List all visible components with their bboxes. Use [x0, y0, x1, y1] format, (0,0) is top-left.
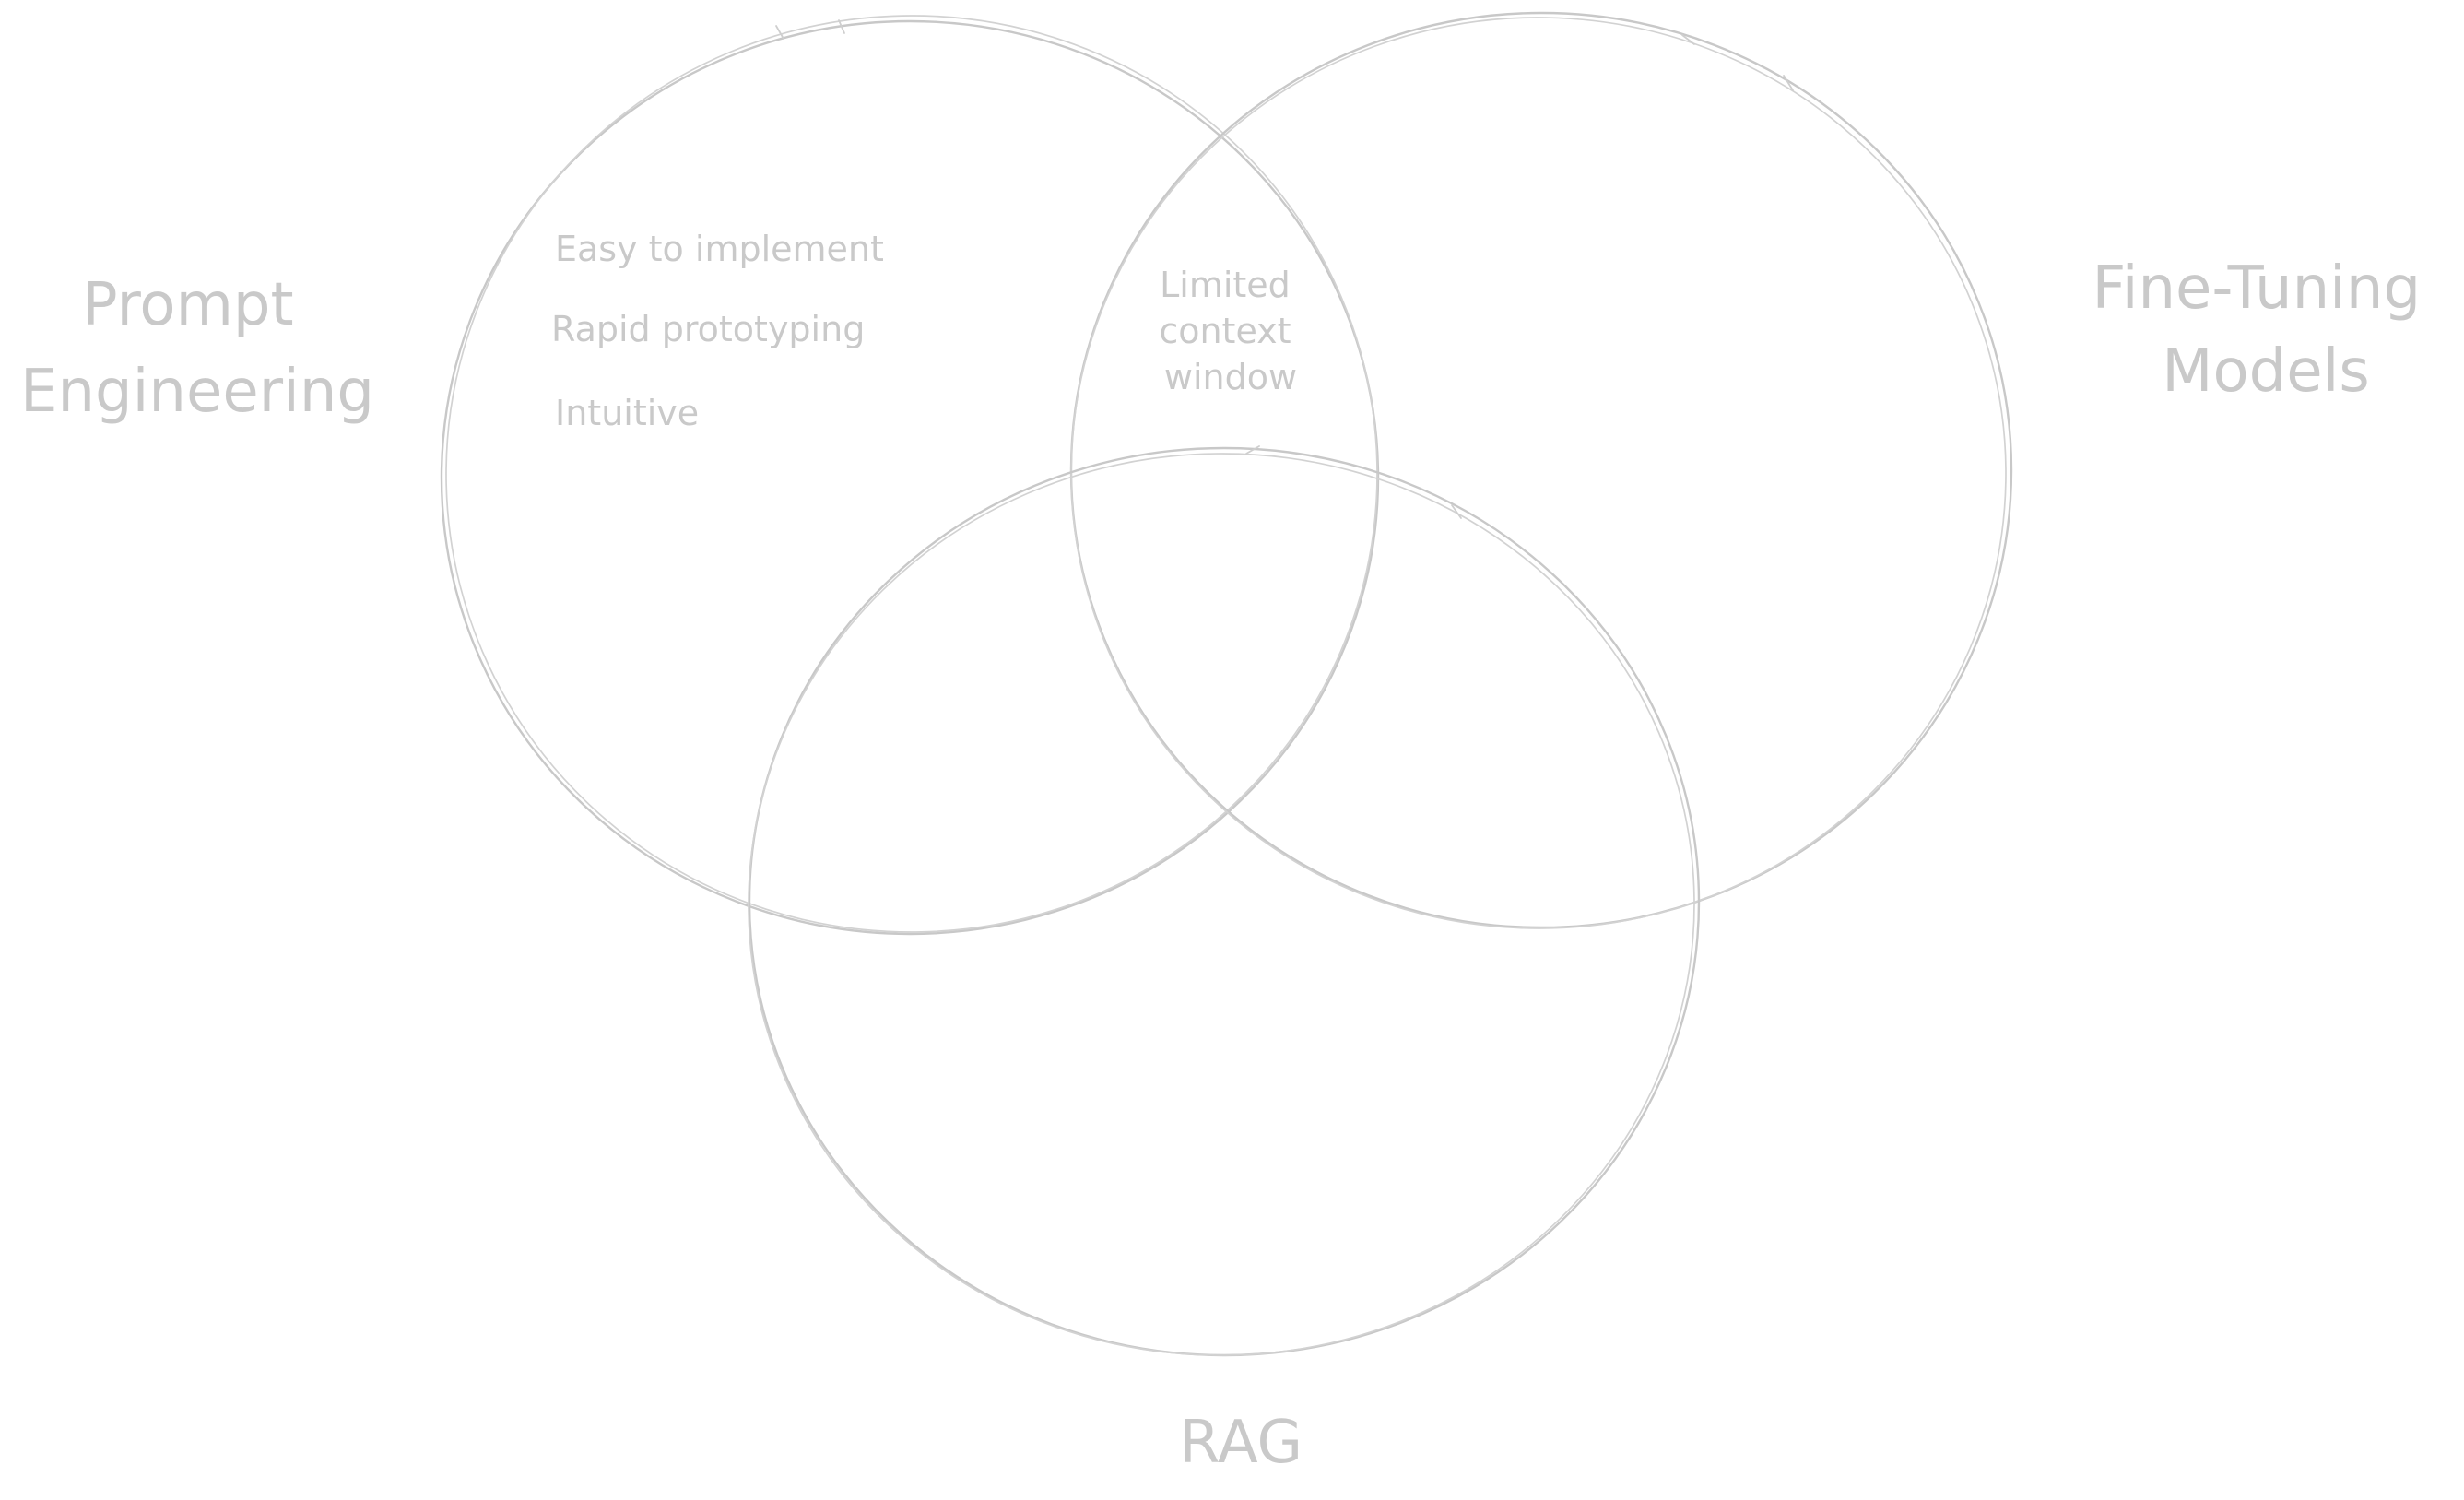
rag-circle [748, 445, 1701, 1357]
overlap-item: Limited context window [1159, 265, 1302, 397]
prompt-item-easy: Easy to implement [555, 229, 884, 269]
rag-label: RAG [1179, 1409, 1303, 1477]
prompt-engineering-circle [440, 15, 1380, 936]
prompt-item-rapid: Rapid prototyping [551, 309, 865, 349]
prompt-item-intuitive: Intuitive [555, 393, 699, 433]
fine-tuning-label: Fine-Tuning Models [2093, 254, 2440, 406]
fine-tuning-circle [1069, 11, 2013, 929]
prompt-engineering-label: Prompt Engineering [20, 271, 374, 426]
